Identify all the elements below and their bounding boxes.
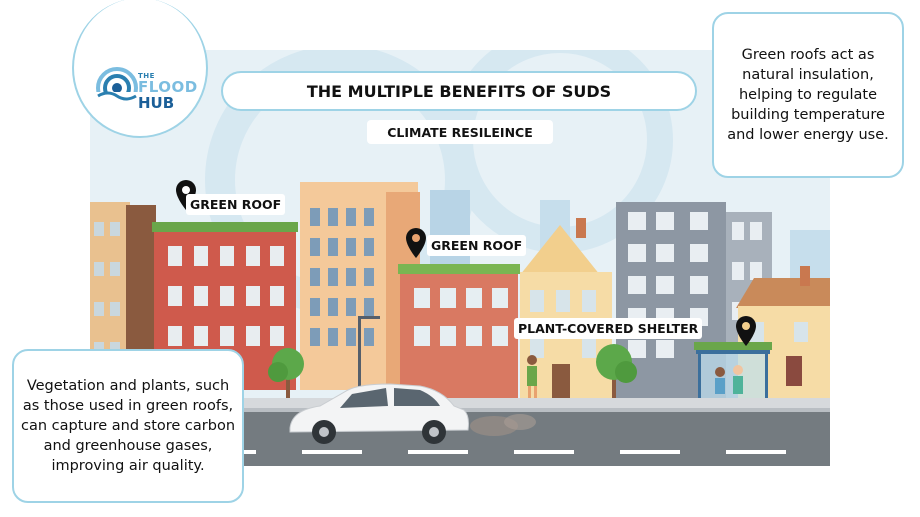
shelter-plants bbox=[694, 342, 772, 350]
car bbox=[289, 383, 469, 444]
street-lamp-arm bbox=[358, 316, 380, 319]
house-door bbox=[786, 356, 802, 386]
tree bbox=[615, 361, 637, 383]
person-waiting bbox=[733, 365, 743, 375]
person-waiting bbox=[733, 376, 743, 394]
page-title: THE MULTIPLE BENEFITS OF SUDS bbox=[221, 71, 697, 111]
pedestrian bbox=[527, 366, 537, 386]
tree-trunk bbox=[612, 372, 616, 400]
pedestrian bbox=[534, 386, 537, 400]
logo-text: HUB bbox=[138, 94, 175, 112]
street-lamp bbox=[358, 318, 361, 400]
label-green-roof: GREEN ROOF bbox=[427, 235, 527, 256]
chimney bbox=[576, 218, 586, 238]
map-pin-icon bbox=[736, 316, 756, 346]
flood-hub-logo-icon bbox=[96, 67, 138, 110]
logo-badge bbox=[72, 0, 208, 138]
green-roof-vegetation bbox=[398, 264, 520, 274]
logo-text: THE bbox=[138, 72, 155, 80]
page-subtitle: CLIMATE RESILEINCE bbox=[367, 120, 553, 144]
house-roof bbox=[520, 225, 600, 275]
tree-trunk bbox=[286, 372, 290, 400]
house-door bbox=[552, 364, 570, 400]
pedestrian bbox=[527, 355, 537, 365]
chimney bbox=[800, 266, 810, 286]
label-green-roof: GREEN ROOF bbox=[186, 194, 286, 215]
exhaust-smoke bbox=[504, 414, 536, 430]
logo-text: FLOOD bbox=[138, 78, 198, 96]
shelter-roof bbox=[696, 348, 770, 354]
callout-air-quality: Vegetation and plants, such as those use… bbox=[12, 349, 244, 503]
tree bbox=[268, 362, 288, 382]
map-pin-icon bbox=[406, 228, 426, 258]
shelter-post bbox=[698, 354, 701, 402]
label-plant-covered-shelter: PLANT-COVERED SHELTER bbox=[514, 318, 703, 339]
shelter-post bbox=[765, 354, 768, 402]
callout-insulation: Green roofs act as natural insulation, h… bbox=[712, 12, 904, 178]
person-waiting bbox=[715, 367, 725, 377]
green-roof-vegetation bbox=[152, 222, 298, 232]
person-waiting bbox=[715, 378, 725, 394]
pedestrian bbox=[528, 386, 531, 400]
